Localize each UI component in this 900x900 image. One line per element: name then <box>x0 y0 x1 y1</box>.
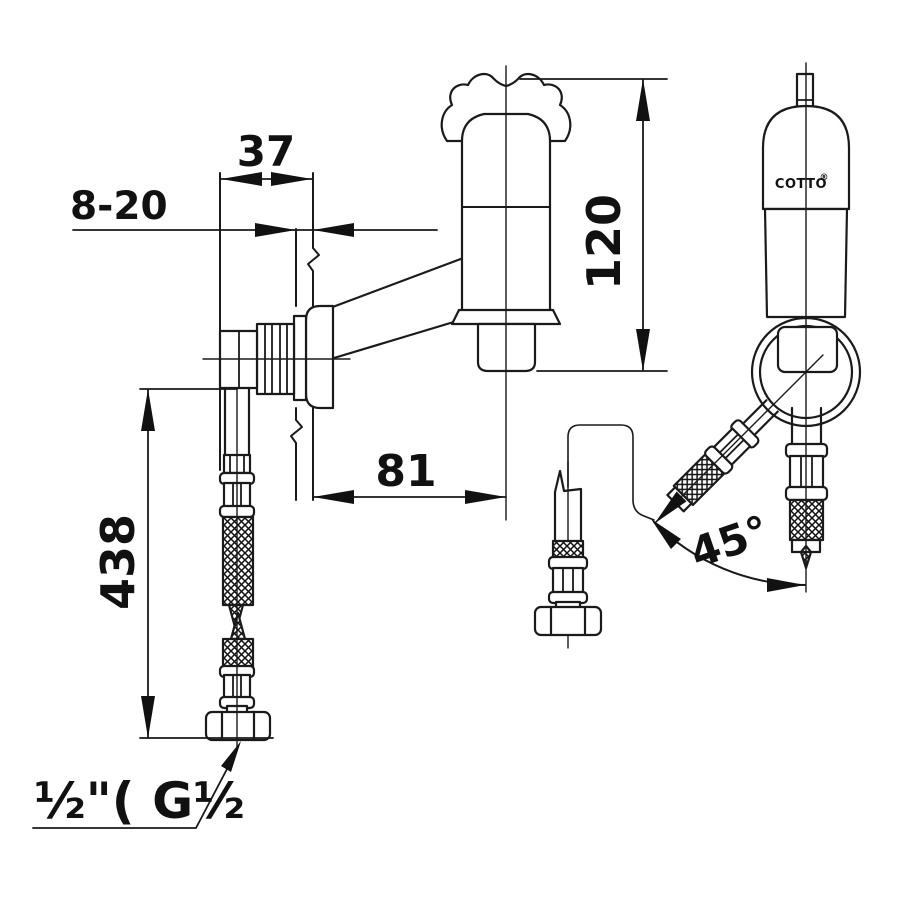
detail-leader-line <box>567 424 655 521</box>
hex-nut-middle <box>533 605 603 637</box>
spout-arm <box>320 255 468 363</box>
hose-length-label: 438 <box>91 514 145 610</box>
spout-reach-label: 81 <box>375 446 436 497</box>
wall-break-line <box>290 407 303 501</box>
body-height-label: 120 <box>577 194 631 290</box>
dimension-hose-angle <box>651 519 806 592</box>
side-view <box>654 62 862 593</box>
spout-opening <box>776 325 839 374</box>
diagonal-break-arrow <box>654 491 687 524</box>
escutcheon-flange <box>304 304 335 410</box>
dimension-mount-range <box>72 223 438 237</box>
side-hose-diagonal <box>654 354 824 524</box>
hex-nut-left <box>204 710 272 742</box>
dimension-hose-length <box>139 388 274 739</box>
dimension-handle-width <box>220 172 313 186</box>
mount-range-label: 8-20 <box>70 184 168 229</box>
hose-angle-label: 45° <box>684 506 775 578</box>
detail-fittings <box>547 555 589 610</box>
dimension-body-height <box>519 78 668 372</box>
dimensions <box>32 78 806 829</box>
brand-registered-mark: ® <box>820 173 829 183</box>
supply-pipe <box>223 386 251 457</box>
thread-size-label: ½"( G½ <box>34 772 245 830</box>
handle-width-label: 37 <box>237 127 295 176</box>
brand-logo: COTTO <box>775 177 827 192</box>
shank-washer <box>292 314 308 402</box>
braided-hose-upper <box>221 515 255 607</box>
hose-end-detail <box>533 424 655 649</box>
wall-lines <box>219 172 320 501</box>
front-view <box>202 65 572 749</box>
detail-pipe <box>553 469 583 543</box>
diagonal-centerline <box>655 354 824 523</box>
dimension-spout-reach <box>312 490 507 504</box>
thread-leader <box>32 741 241 829</box>
braided-hose-lower <box>221 637 255 670</box>
wall-break-line <box>307 172 320 307</box>
detail-braid <box>551 539 585 560</box>
